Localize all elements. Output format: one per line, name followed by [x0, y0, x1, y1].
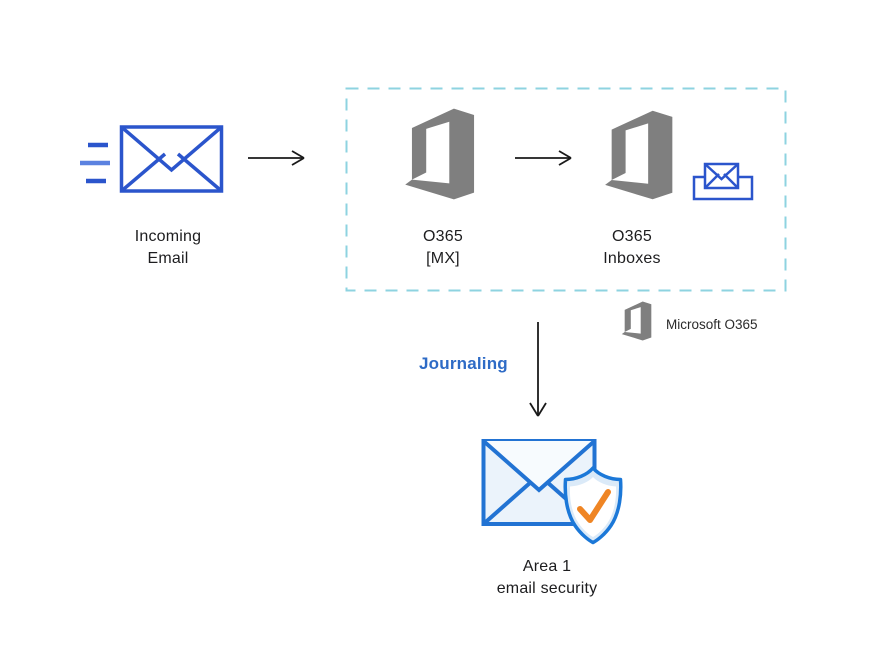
office365-logo-icon [621, 301, 652, 341]
o365-boundary-dashed-box [345, 87, 787, 292]
arrow-down-icon [529, 322, 547, 417]
o365-mx-label-line2: [MX] [426, 250, 460, 267]
area1-label-line1: Area 1 [522, 558, 572, 575]
incoming-email-label: Incoming Email [98, 226, 238, 270]
envelope-shield-check-icon [481, 439, 623, 545]
o365-mx-label-line1: O365 [423, 228, 463, 245]
incoming-email-label-line1: Incoming [134, 228, 202, 245]
office365-logo-icon [605, 110, 673, 200]
incoming-email-label-line2: Email [147, 250, 189, 267]
o365-inboxes-label-line2: Inboxes [603, 250, 661, 267]
arrow-right-icon [248, 150, 305, 166]
o365-mx-label: O365 [MX] [383, 226, 503, 270]
envelope-with-speed-lines-icon [80, 125, 224, 193]
inbox-envelope-icon [692, 162, 754, 201]
o365-inboxes-label: O365 Inboxes [572, 226, 692, 270]
office365-logo-icon [405, 108, 475, 200]
area1-label: Area 1 email security [472, 556, 622, 600]
o365-inboxes-label-line1: O365 [612, 228, 652, 245]
arrow-right-icon [515, 150, 572, 166]
legend-label: Microsoft O365 [666, 317, 758, 332]
journaling-label: Journaling [419, 354, 508, 373]
area1-label-line2: email security [496, 580, 598, 597]
